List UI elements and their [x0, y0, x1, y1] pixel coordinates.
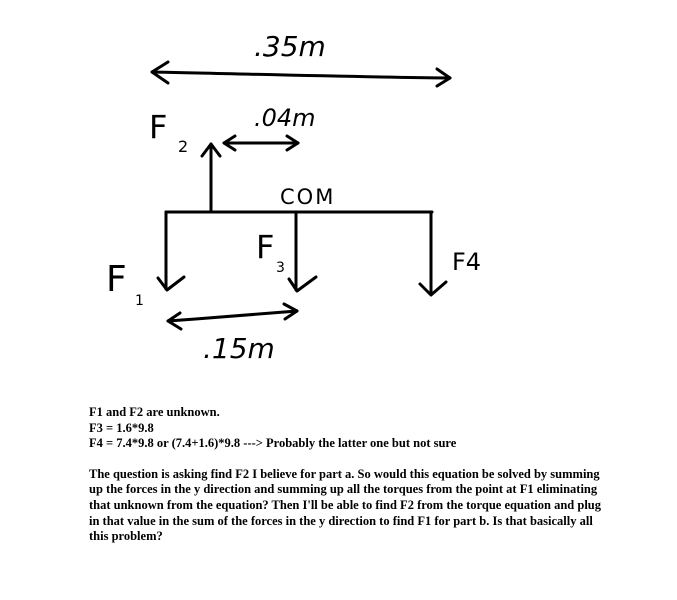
text-line-2: F3 = 1.6*9.8: [89, 420, 154, 435]
bottom-distance-arrow: [166, 302, 299, 331]
f3-label: F: [256, 228, 274, 266]
f3-force-arrow: [287, 211, 318, 293]
top-distance-label: .35m: [254, 30, 326, 63]
f1-label: F: [106, 259, 127, 300]
f2-subscript: 2: [178, 137, 188, 156]
f1-subscript: 1: [135, 293, 144, 309]
f2-force-arrow: [200, 142, 222, 213]
top-distance-arrow: [150, 60, 452, 88]
f4-force-arrow: [418, 210, 448, 297]
question-paragraph: The question is asking find F2 I believe…: [89, 466, 602, 544]
bottom-distance-label: .15m: [203, 332, 275, 365]
spacer: [89, 452, 609, 467]
question-text: F1 and F2 are unknown. F3 = 1.6*9.8 F4 =…: [89, 405, 609, 545]
f1-force-arrow: [156, 210, 186, 292]
small-distance-arrow: [222, 134, 300, 152]
com-label: COM: [280, 185, 335, 209]
f2-label: F: [149, 108, 167, 146]
f3-subscript: 3: [276, 260, 285, 276]
small-distance-label: .04m: [254, 104, 316, 132]
text-line-1: F1 and F2 are unknown.: [89, 405, 220, 419]
f4-label: F4: [452, 248, 481, 276]
free-body-diagram: .35m F 2 .04m COM F 1 F 3 F4 .15m: [106, 30, 481, 365]
text-line-3: F4 = 7.4*9.8 or (7.4+1.6)*9.8 ---> Proba…: [89, 436, 457, 451]
